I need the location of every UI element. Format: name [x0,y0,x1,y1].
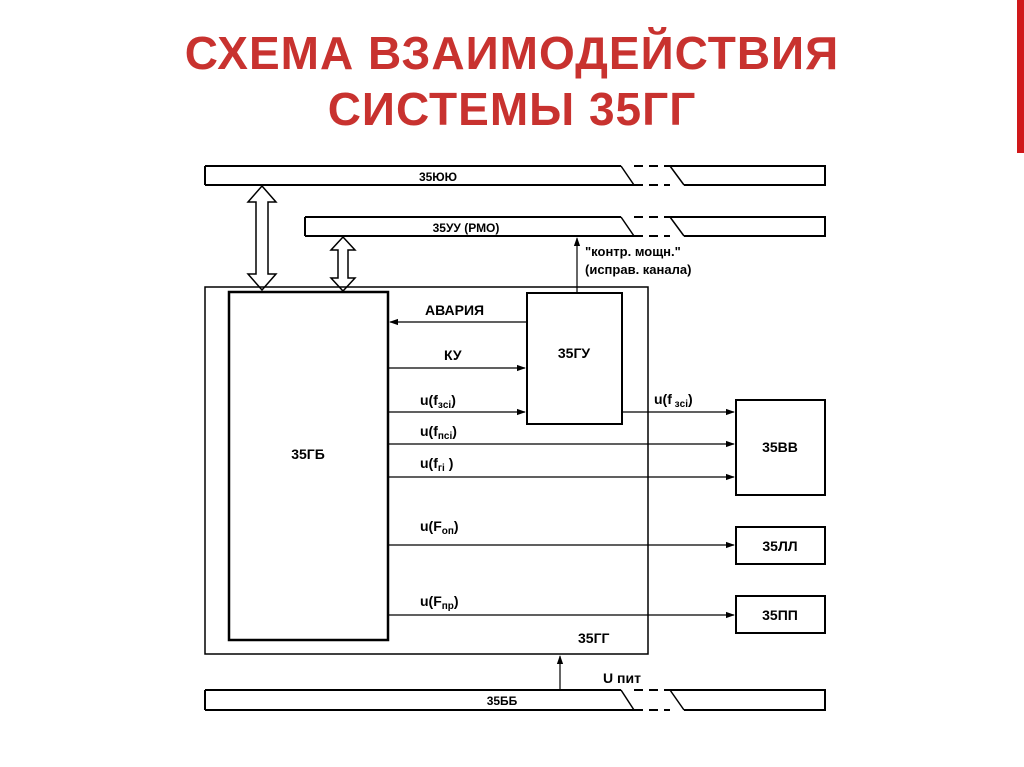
bus-bottom-label: 35ББ [487,694,518,708]
signal-ku-label: КУ [444,347,462,363]
bus-top-label: 35ЮЮ [419,170,457,184]
block-35gb [227,290,390,642]
signal-u-fpr-label: u(Fпр) [420,593,459,612]
system-35gg-box [204,286,649,655]
signal-avaria-label: АВАРИЯ [425,302,484,318]
block-35gg-label: 35ГГ [578,630,610,646]
control-note-line1: "контр. мощн." [585,244,681,259]
slide-title-line2: СИСТЕМЫ 35ГГ [327,83,697,135]
signal-u-fzci-in-label: u(fзci) [420,392,456,411]
block-35gu [526,292,623,425]
control-note-line2: (исправ. канала) [585,262,691,277]
block-35vv-label: 35ВВ [762,439,798,455]
bus-middle-label: 35УУ (РМО) [433,221,500,235]
bidirectional-arrow-gb-middle-bus [329,235,357,293]
slide-title-line1: СХЕМА ВЗАИМОДЕЙСТВИЯ [184,27,840,79]
accent-bar [1017,0,1024,153]
block-35pp-label: 35ПП [762,607,798,623]
bus-bottom: 35ББ [204,689,826,711]
signal-u-fgi-label: u(fгi ) [420,455,453,474]
block-35vv [735,399,826,496]
bus-top: 35ЮЮ [204,165,826,186]
bidirectional-arrow-gb-top-bus [246,184,278,292]
signal-u-fop-label: u(Fоп) [420,518,459,537]
block-35gu-label: 35ГУ [558,345,591,361]
block-35pp [735,595,826,634]
bus-middle: 35УУ (РМО) [304,216,826,237]
signal-u-fzci-out-label: u(f зci) [654,391,693,410]
block-35ll-label: 35ЛЛ [762,538,797,554]
signal-u-pit-label: U пит [603,670,641,686]
block-35ll [735,526,826,565]
signal-u-fpci-label: u(fпci) [420,423,457,442]
block-35gb-label: 35ГБ [291,446,325,462]
